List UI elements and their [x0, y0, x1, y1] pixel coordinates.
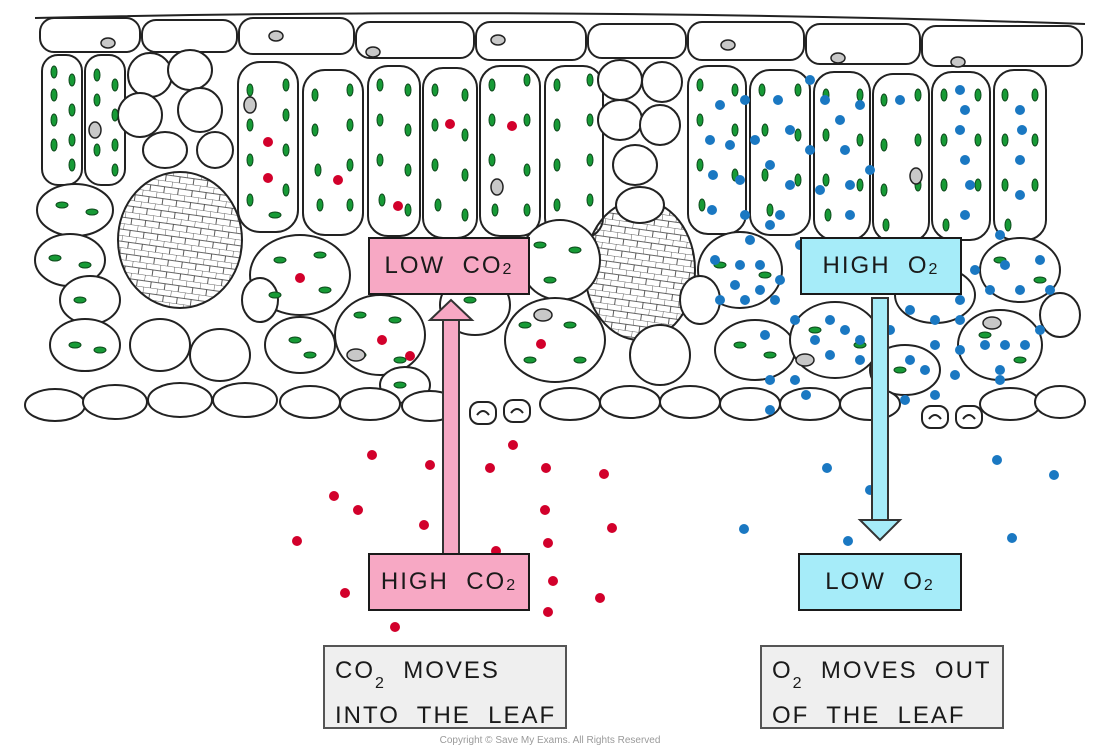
upper-epidermis [34, 12, 1086, 67]
o2-caption-line-1: O2 MOVES OUT [772, 653, 992, 698]
co2-caption-sub: 2 [375, 674, 386, 692]
high-co2-subscript: 2 [506, 577, 518, 594]
co2-molecules [263, 119, 617, 632]
high-co2-text: HIGH CO [380, 568, 507, 595]
lower-epidermis [24, 382, 1086, 422]
high-o2-text: HIGH O [822, 252, 929, 279]
stomata [469, 399, 983, 429]
low-co2-text: LOW CO [384, 252, 503, 279]
co2-arrow-up [427, 298, 475, 555]
high-o2-subscript: 2 [928, 261, 940, 278]
o2-arrow-down [857, 297, 903, 542]
co2-caption-line-2: INTO THE LEAF [335, 701, 557, 729]
o2-molecules [705, 75, 1059, 546]
o2-caption-moves: MOVES OUT [803, 657, 992, 684]
o2-caption-box: O2 MOVES OUT OF THE LEAF [760, 645, 1004, 729]
chloroplasts [48, 65, 1047, 389]
vein-right [584, 59, 696, 341]
co2-caption-box: CO2 MOVES INTO THE LEAF [323, 645, 567, 729]
vein-left [117, 49, 243, 309]
low-o2-subscript: 2 [923, 577, 935, 594]
co2-caption-line-1: CO2 MOVES [335, 653, 555, 698]
epidermis-nuclei [100, 30, 966, 68]
co2-caption-moves: MOVES [385, 657, 500, 684]
o2-caption-sub: 2 [792, 674, 804, 692]
low-co2-subscript: 2 [502, 261, 514, 278]
o2-caption-line-2: OF THE LEAF [772, 701, 966, 729]
co2-caption-co: CO [335, 657, 375, 684]
copyright-text: Copyright © Save My Exams. All Rights Re… [439, 735, 661, 746]
low-o2-text: LOW O [825, 568, 924, 595]
cell-nuclei [88, 96, 1002, 367]
o2-caption-o: O [772, 657, 793, 684]
